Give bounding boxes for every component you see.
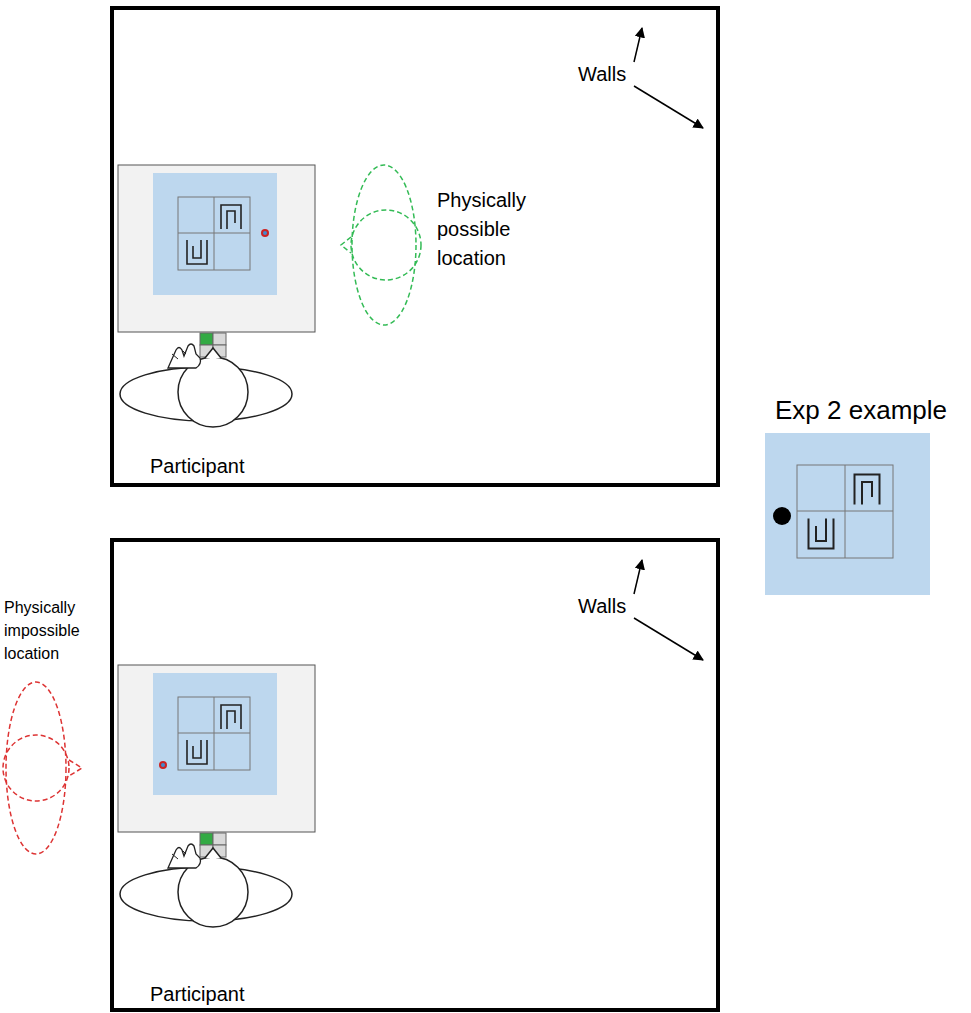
possible-location-figure <box>341 165 421 325</box>
target-dot <box>159 761 167 769</box>
room-walls <box>112 540 718 1010</box>
leader-arrow <box>634 86 703 128</box>
leader-arrow <box>634 560 642 594</box>
wall-label: Walls <box>578 592 626 621</box>
wall-label: Walls <box>578 60 626 89</box>
room-bottom <box>3 540 718 1010</box>
location-label: Physically possible location <box>437 186 567 273</box>
participant-label: Participant <box>150 452 245 481</box>
target-dot <box>773 507 791 525</box>
location-label: Physically impossible location <box>4 596 108 666</box>
table-setup <box>118 665 315 927</box>
leader-arrow <box>634 618 703 660</box>
example-mat <box>765 433 930 595</box>
room-top <box>112 8 718 485</box>
impossible-location-figure <box>3 682 82 854</box>
table-setup <box>118 165 315 427</box>
room-walls <box>112 8 718 485</box>
example-title: Exp 2 example <box>775 392 947 430</box>
exp2-example <box>765 433 930 595</box>
target-dot <box>261 229 269 237</box>
leader-arrow <box>634 28 642 62</box>
participant-label: Participant <box>150 980 245 1009</box>
